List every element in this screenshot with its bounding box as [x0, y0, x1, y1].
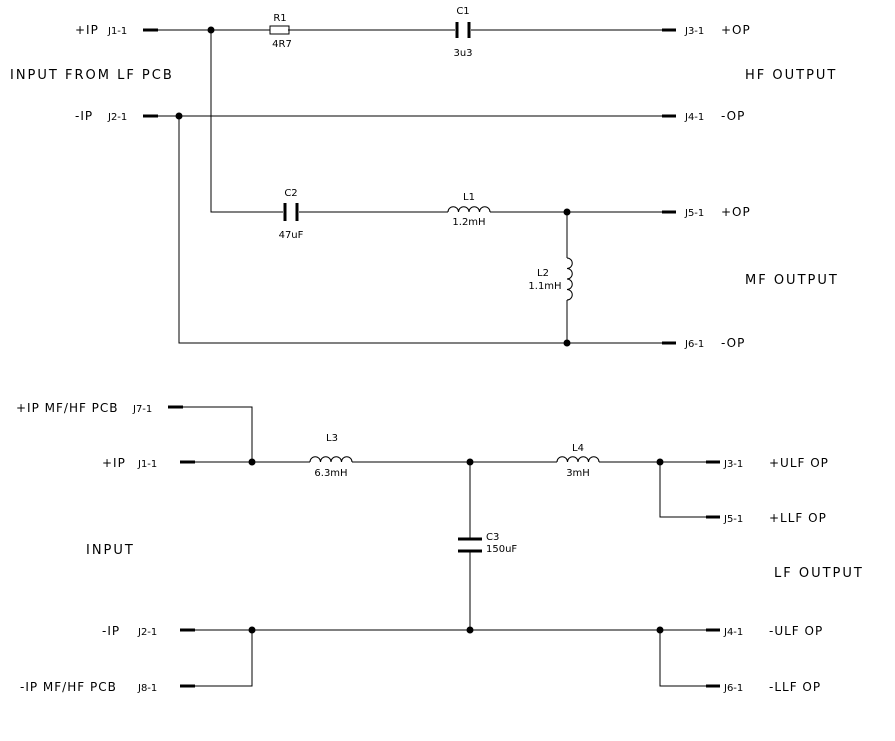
top-pins	[143, 28, 676, 345]
hf-pos-label: +OP	[721, 23, 751, 37]
top-in-neg-pin: J2-1	[107, 112, 127, 123]
r1-value: 4R7	[272, 39, 292, 50]
c1-ref: C1	[456, 6, 469, 17]
mf-pos-label: +OP	[721, 205, 751, 219]
top-in-neg-label: -IP	[75, 109, 93, 123]
hf-neg-label: -OP	[721, 109, 745, 123]
l1-ref: L1	[463, 192, 475, 203]
mf-neg-label: -OP	[721, 336, 745, 350]
junction-dot	[563, 208, 571, 216]
bottom-input-section-label: INPUT	[86, 543, 135, 558]
capacitor-c2: C2 47uF	[279, 188, 304, 241]
c3-ref: C3	[486, 532, 499, 543]
bottom-in-neg-pin: J2-1	[137, 627, 157, 638]
mf-neg-pin: J6-1	[684, 339, 704, 350]
junction-dot	[656, 458, 664, 466]
mfhf-neg-label: -IP MF/HF PCB	[20, 680, 117, 694]
c1-value: 3u3	[453, 48, 472, 59]
junction-dot	[248, 626, 256, 634]
top-circuit: R1 4R7 C1 3u3 C2 47uF L1 1.2mH L2 1.1mH	[10, 6, 839, 350]
bottom-pins	[168, 405, 720, 688]
junction-dot	[175, 112, 183, 120]
llf-pos-pin: J5-1	[723, 514, 743, 525]
inductor-l2: L2 1.1mH	[528, 257, 573, 301]
bottom-in-neg-label: -IP	[102, 624, 120, 638]
junction-dot	[466, 458, 474, 466]
capacitor-c1: C1 3u3	[453, 6, 472, 59]
bottom-wires	[180, 406, 714, 687]
l4-value: 3mH	[566, 468, 590, 479]
l3-value: 6.3mH	[314, 468, 347, 479]
junction-dot	[656, 626, 664, 634]
top-input-section-label: INPUT FROM LF PCB	[10, 68, 174, 83]
bottom-circuit: L3 6.3mH L4 3mH C3 150uF +IP MF/HF PCB J…	[16, 401, 864, 694]
ulf-pos-pin: J3-1	[723, 459, 743, 470]
l2-value: 1.1mH	[528, 281, 561, 292]
top-in-pos-pin: J1-1	[107, 26, 127, 37]
c3-value: 150uF	[486, 544, 517, 555]
mfhf-neg-pin: J8-1	[137, 683, 157, 694]
llf-neg-label: -LLF OP	[769, 680, 821, 694]
hf-pos-pin: J3-1	[684, 26, 704, 37]
ulf-pos-label: +ULF OP	[769, 456, 829, 470]
junction-dot	[563, 339, 571, 347]
junction-dot	[207, 26, 215, 34]
hf-output-section-label: HF OUTPUT	[745, 68, 837, 83]
mfhf-pos-pin: J7-1	[132, 404, 152, 415]
l2-ref: L2	[537, 268, 549, 279]
inductor-l3: L3 6.3mH	[309, 433, 353, 479]
capacitor-c3: C3 150uF	[458, 532, 517, 555]
inductor-l1: L1 1.2mH	[447, 192, 491, 228]
inductor-l4: L4 3mH	[556, 443, 600, 479]
l1-value: 1.2mH	[452, 217, 485, 228]
mfhf-pos-label: +IP MF/HF PCB	[16, 401, 119, 415]
mf-pos-pin: J5-1	[684, 208, 704, 219]
l3-ref: L3	[326, 433, 338, 444]
bottom-in-pos-pin: J1-1	[137, 459, 157, 470]
resistor-r1: R1 4R7	[269, 13, 292, 50]
r1-ref: R1	[273, 13, 286, 24]
llf-neg-pin: J6-1	[723, 683, 743, 694]
ulf-neg-label: -ULF OP	[769, 624, 823, 638]
top-in-pos-label: +IP	[75, 23, 99, 37]
hf-neg-pin: J4-1	[684, 112, 704, 123]
top-wires	[150, 29, 668, 344]
c2-ref: C2	[284, 188, 297, 199]
mf-output-section-label: MF OUTPUT	[745, 273, 839, 288]
l4-ref: L4	[572, 443, 584, 454]
ulf-neg-pin: J4-1	[723, 627, 743, 638]
llf-pos-label: +LLF OP	[769, 511, 827, 525]
lf-output-section-label: LF OUTPUT	[774, 566, 864, 581]
bottom-in-pos-label: +IP	[102, 456, 126, 470]
c2-value: 47uF	[279, 230, 304, 241]
junction-dot	[248, 458, 256, 466]
junction-dot	[466, 626, 474, 634]
